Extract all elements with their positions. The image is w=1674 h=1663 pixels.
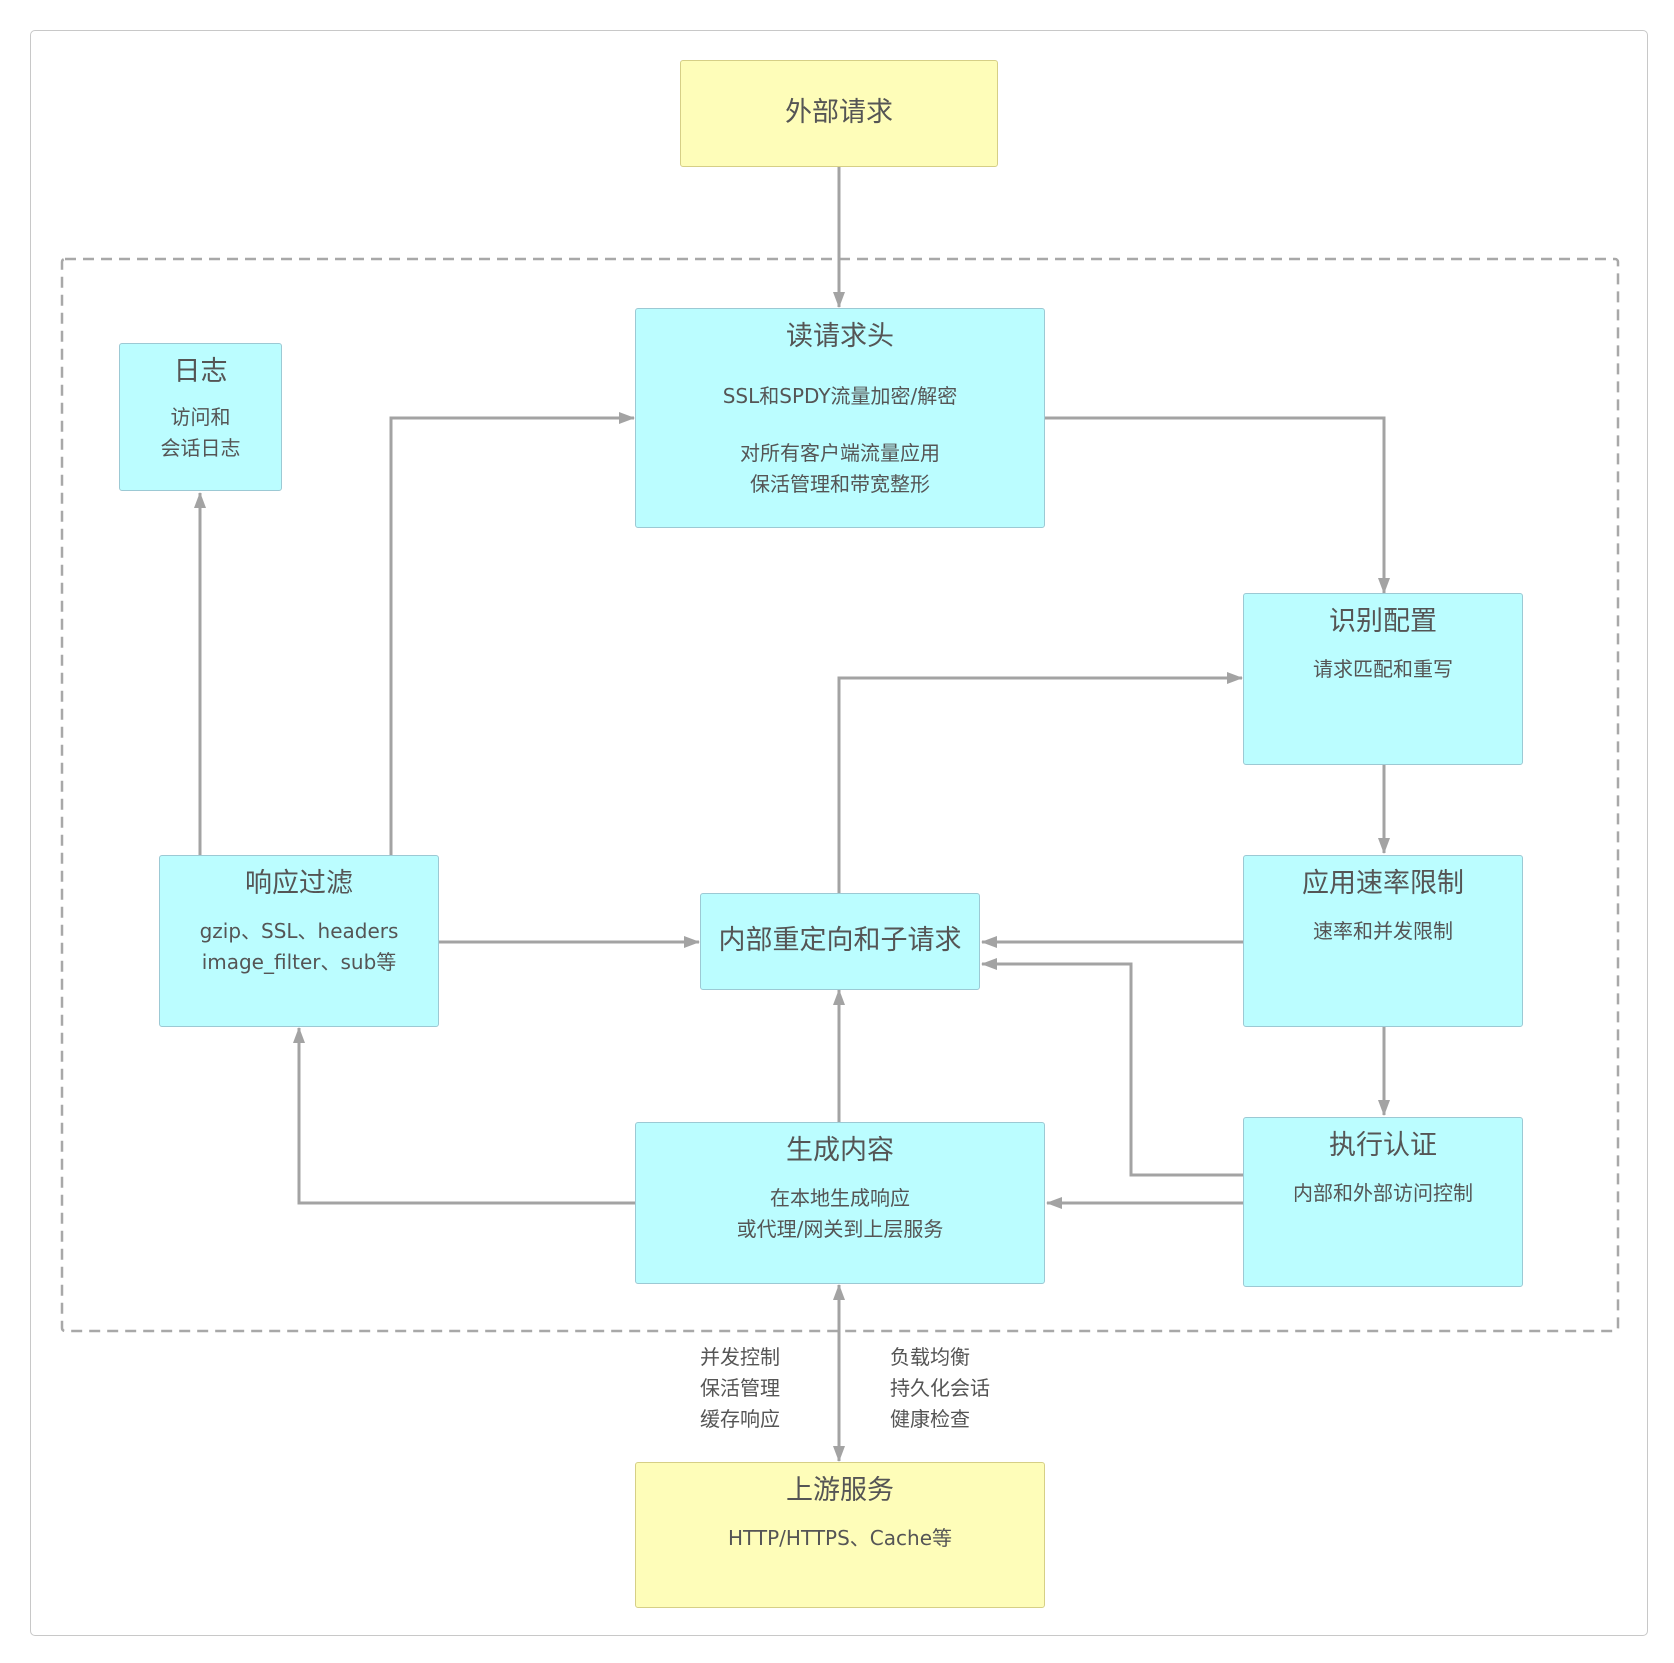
node-generate-content: 生成内容 在本地生成响应 或代理/网关到上层服务: [635, 1122, 1045, 1284]
node-rate-limit: 应用速率限制 速率和并发限制: [1243, 855, 1523, 1027]
edge-label-line: 负载均衡: [890, 1345, 970, 1369]
node-desc: 速率和并发限制: [1313, 919, 1453, 943]
edge-response-filter-to-read-header: [389, 412, 635, 855]
node-desc: 内部和外部访问控制: [1293, 1181, 1473, 1205]
edge-generate-content-to-response-filter: [293, 1027, 636, 1205]
node-desc: image_filter、sub等: [201, 950, 397, 974]
node-identify-config: 识别配置 请求匹配和重写: [1243, 593, 1523, 765]
node-desc: 访问和: [170, 405, 231, 429]
edge-label-line: 持久化会话: [890, 1376, 990, 1400]
edge-label-line: 缓存响应: [700, 1407, 780, 1431]
node-response-filter: 响应过滤 gzip、SSL、headers image_filter、sub等: [159, 855, 439, 1027]
node-title: 识别配置: [1329, 606, 1437, 637]
node-read-header: 读请求头 SSL和SPDY流量加密/解密 对所有客户端流量应用 保活管理和带宽整…: [635, 308, 1045, 528]
edge-read-header-to-identify-config: [1044, 416, 1390, 594]
edge-label-line: 健康检查: [890, 1407, 970, 1431]
diagram-frame: [30, 30, 1648, 1636]
node-title: 内部重定向和子请求: [718, 925, 962, 956]
node-auth: 执行认证 内部和外部访问控制: [1243, 1117, 1523, 1287]
edge-label-line: 保活管理: [700, 1376, 780, 1400]
node-log: 日志 访问和 会话日志: [119, 343, 282, 491]
node-title: 读请求头: [786, 321, 894, 352]
node-desc: 在本地生成响应: [770, 1186, 910, 1210]
node-title: 外部请求: [785, 97, 893, 128]
edge-internal-redirect-to-identify-config: [837, 672, 1243, 893]
edge-label-left: 并发控制 保活管理 缓存响应: [700, 1342, 780, 1435]
node-desc: 对所有客户端流量应用: [740, 441, 940, 465]
node-title: 执行认证: [1329, 1130, 1437, 1161]
node-external-request: 外部请求: [680, 60, 998, 167]
node-desc: 保活管理和带宽整形: [750, 472, 930, 496]
node-desc: HTTP/HTTPS、Cache等: [728, 1526, 952, 1550]
node-desc: SSL和SPDY流量加密/解密: [722, 384, 958, 408]
node-desc: 或代理/网关到上层服务: [736, 1217, 944, 1241]
node-title: 日志: [173, 356, 228, 387]
node-title: 响应过滤: [245, 868, 353, 899]
node-desc: 会话日志: [160, 436, 241, 460]
node-internal-redirect: 内部重定向和子请求: [700, 893, 980, 990]
node-desc: 请求匹配和重写: [1313, 657, 1453, 681]
edge-label-line: 并发控制: [700, 1345, 780, 1369]
edge-label-right: 负载均衡 持久化会话 健康检查: [890, 1342, 990, 1435]
node-title: 生成内容: [786, 1135, 894, 1166]
node-title: 应用速率限制: [1302, 868, 1464, 899]
node-upstream: 上游服务 HTTP/HTTPS、Cache等: [635, 1462, 1045, 1608]
node-desc: gzip、SSL、headers: [199, 919, 399, 943]
node-title: 上游服务: [786, 1475, 894, 1506]
edge-auth-to-internal-redirect: [981, 958, 1245, 1177]
